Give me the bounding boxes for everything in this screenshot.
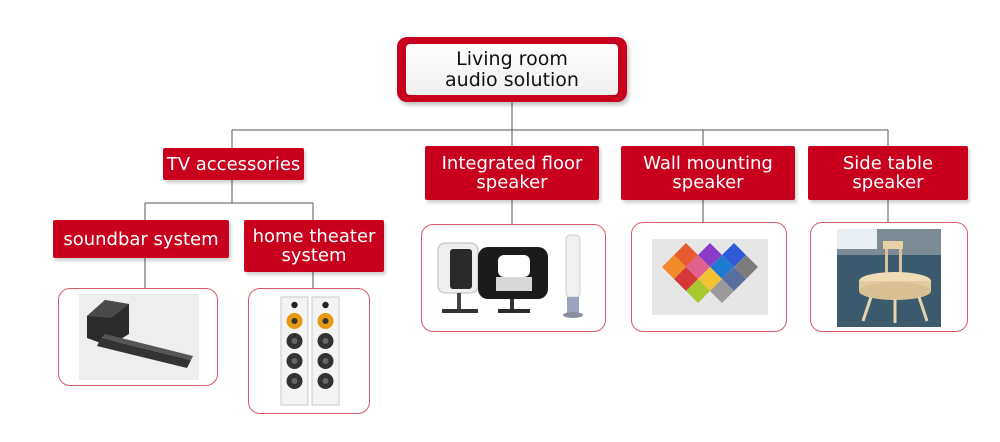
- soundbar-system-label: soundbar system: [53, 220, 229, 258]
- soundbar-image-card: [58, 288, 218, 386]
- side-table-image: [837, 229, 941, 327]
- root-label: Living room audio solution: [406, 44, 618, 95]
- integrated-floor-speaker-image-card: [421, 224, 606, 332]
- wall-panels-image: [652, 239, 768, 315]
- floorstanding-speakers-image: [280, 296, 340, 406]
- wall-mounting-speaker-label: Wall mounting speaker: [621, 146, 795, 200]
- tv-accessories-label: TV accessories: [163, 148, 304, 180]
- home-theater-system-label: home theater system: [244, 220, 384, 272]
- home-theater-image-card: [248, 288, 370, 414]
- wall-mounting-speaker-image-card: [631, 222, 787, 332]
- integrated-floor-speaker-label: Integrated floor speaker: [425, 146, 599, 200]
- side-table-speaker-label: Side table speaker: [808, 146, 968, 200]
- root-node: Living room audio solution: [397, 37, 627, 102]
- integrated-speakers-image: [437, 234, 583, 318]
- soundbar-image: [79, 294, 199, 380]
- side-table-speaker-image-card: [810, 222, 968, 332]
